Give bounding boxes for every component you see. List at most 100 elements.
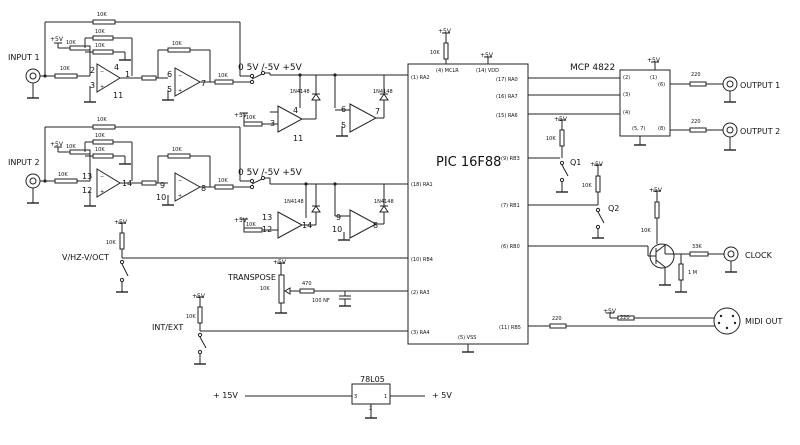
diode-label: 1N4148 [284,199,304,205]
mode-switches: V/HZ-V/OCT +5V 10K TRANSPOSE +5V 10K 470 [62,219,408,365]
resistor-label: 10K [582,183,592,189]
diode-1 [311,93,321,101]
pin-label: 12 [82,186,92,195]
output-1-label: OUTPUT 1 [740,81,780,90]
resistor [92,35,114,41]
regulator-name: 78L05 [360,375,385,384]
pin-label: (17) RA0 [496,77,518,83]
resistor-label: 10K [95,147,105,153]
clock-jack[interactable] [723,246,739,262]
resistor [92,153,114,159]
supply-label: +5V [590,161,604,168]
resistor-label: 10K [60,66,70,72]
q1-label: Q1 [570,158,581,167]
pin-label: (3) RA4 [411,330,430,336]
resistor-label: 220 [620,315,630,321]
int-ext-switch[interactable] [197,332,207,355]
resistor [92,124,116,130]
resistor-label: 10K [546,136,556,142]
resistor [243,121,263,127]
resistor-label: 10K [430,50,440,56]
voltage-select-switch-1[interactable] [249,70,266,85]
v-hz-v-oct-label: V/HZ-V/OCT [62,253,109,262]
resistor [69,149,91,155]
v-hz-v-oct-switch[interactable] [119,259,129,283]
resistor [167,47,191,53]
pin-label: (2) [623,75,630,81]
resistor [299,288,315,294]
pin-label: 6 [167,70,172,79]
mcp-4822-dac: MCP 4822 (2) (3) (4) (1) (6) (8) (5, 7) … [528,57,724,146]
resistor-label: 33K [692,244,702,250]
pin-label: (3) [623,92,630,98]
pin-label: 10 [156,193,166,202]
pin-label: 10 [332,225,342,234]
resistor-label: 1 M [688,270,697,276]
input-2-stage: INPUT 2 10K 10K +5V 10K 10K 10K [8,117,408,241]
q2-switch[interactable] [595,207,605,230]
capacitor [339,295,351,300]
resistor-label: 10K [66,144,76,150]
pin-label: 4 [293,106,298,115]
pin-label: (16) RA7 [496,94,518,100]
resistor-label: 10K [97,12,107,18]
midi-out-stage: 220 +5V 220 MIDI OUT [528,307,782,335]
pin-label: (10) RB4 [411,257,433,263]
pin-label: (18) RA1 [411,182,433,188]
voltage-select-label-1: 0 5V /-5V +5V [238,63,303,73]
resistor-label: 220 [691,72,701,78]
pin-label: 13 [82,172,92,181]
resistor [595,175,601,193]
svg-text:+: + [178,193,182,199]
resistor [689,251,709,257]
resistor [214,184,234,190]
transpose-potentiometer[interactable] [278,274,291,304]
voltage-select-switch-2[interactable] [249,175,266,190]
resistor-label: 10K [172,41,182,47]
pin-label: 2 [90,66,95,75]
svg-text:+: + [178,88,182,94]
diode-3 [311,205,321,213]
input-1-jack[interactable] [25,68,41,84]
transpose-label: TRANSPOSE [227,273,276,282]
resistor [689,81,707,87]
input-2-label: INPUT 2 [8,158,40,167]
resistor-label: 10K [246,115,256,121]
pin-label: (5) VSS [458,335,476,341]
midi-din-connector[interactable] [713,307,741,335]
resistor [243,227,263,233]
int-ext-label: INT/EXT [152,323,183,332]
diode-label: 1N4148 [374,199,394,205]
clock-stage: +5V 10K 33K 1 M CLOCK [528,187,773,293]
resistor-label: 10K [641,228,651,234]
pin-label: 7 [375,107,380,116]
pin-label: 8 [201,184,206,193]
svg-text:+: + [100,189,104,195]
diode-2 [379,93,389,101]
pin-label: (14) VDD [476,68,499,74]
supply-label: +5V [234,217,248,224]
opamp-d: 6 5 7 [341,103,380,133]
voltage-select-label-2: 0 5V /-5V +5V [238,168,303,178]
supply-label: +5V [647,57,661,64]
opamp-f: −+ 9 10 8 [156,172,206,202]
output-2-jack[interactable] [722,122,738,138]
pin-label: 11 [113,91,123,100]
supply-label: +5V [50,141,64,148]
resistor [214,79,234,85]
svg-text:−: − [178,178,182,184]
pin-label: 1 [384,394,387,400]
output-1-jack[interactable] [722,76,738,92]
resistor-label: 10K [97,117,107,123]
diode-label: 1N4148 [290,89,310,95]
input-2-jack[interactable] [25,173,41,189]
pin-label: 11 [293,134,303,143]
pic-chip-name: PIC 16F88 [436,155,501,170]
pin-label: (9) RB3 [501,156,520,162]
pin-label: (11) RB5 [499,325,521,331]
diode-label: 1N4148 [373,89,393,95]
resistor-label: 10K [172,147,182,153]
output-2-label: OUTPUT 2 [740,127,780,136]
q1-switch[interactable] [559,160,569,183]
